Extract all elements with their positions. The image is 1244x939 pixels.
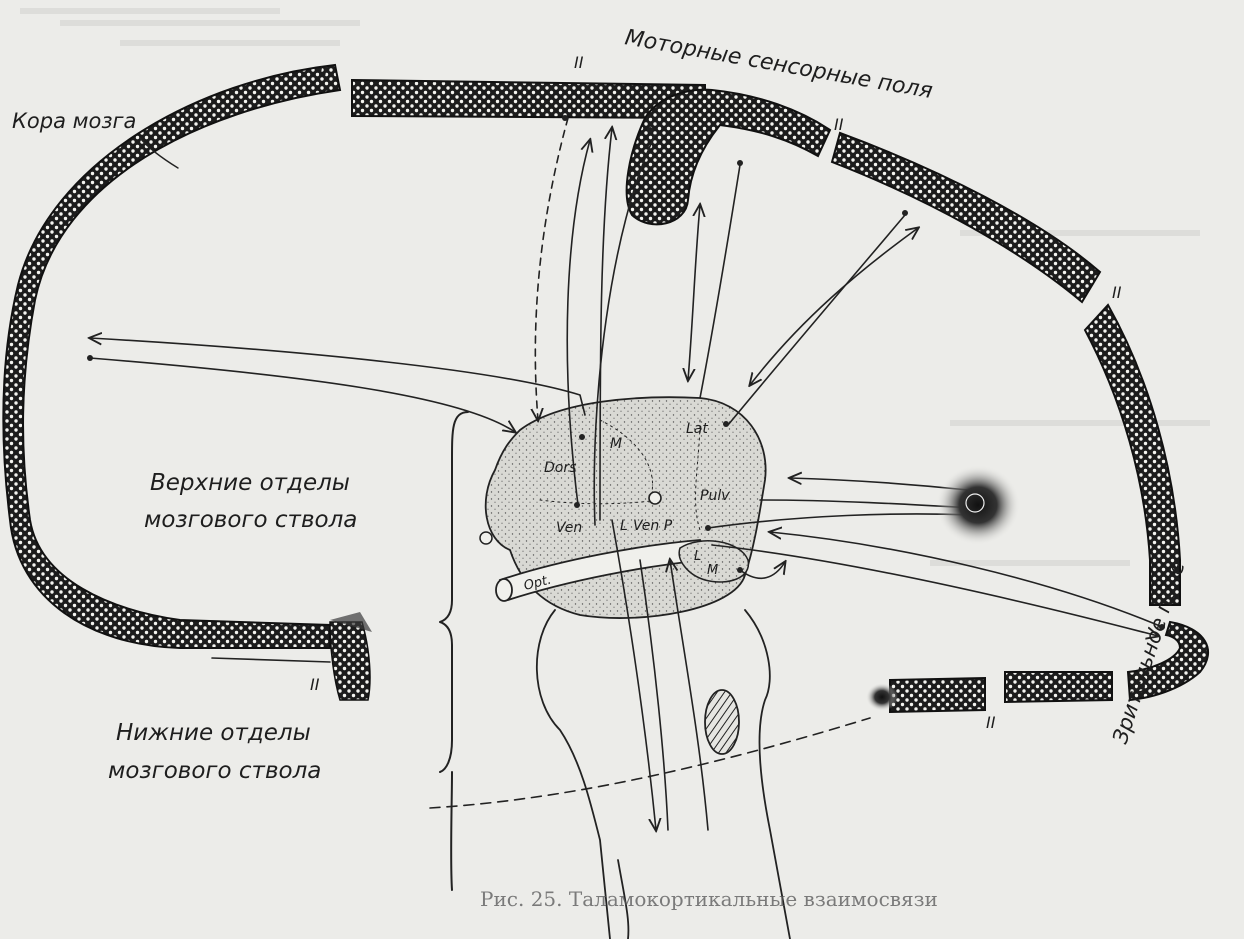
- break-mark: II: [318, 63, 328, 82]
- cortex-segment-bottom-2: [890, 678, 985, 712]
- label-lg-m: M: [707, 563, 718, 578]
- label-lat: Lat: [686, 421, 708, 437]
- label-lower-brainstem-2: мозгового ствола: [108, 758, 321, 784]
- label-m: M: [610, 436, 622, 452]
- figure-caption-fragment: Рис. 25. Таламокортикальные взаимосвязи: [480, 887, 938, 911]
- label-upper-brainstem-2: мозгового ствола: [144, 507, 357, 533]
- break-mark: II: [834, 115, 844, 134]
- label-ven-l: L: [620, 518, 628, 534]
- label-ven: Ven: [556, 520, 582, 536]
- break-mark: II: [986, 713, 996, 732]
- label-ven-p: Ven P: [633, 518, 673, 534]
- label-pulv: Pulv: [700, 488, 730, 504]
- break-mark: II: [574, 53, 584, 72]
- cortex-segment-bottom-1: [1005, 672, 1112, 702]
- break-mark: II: [310, 675, 320, 694]
- brace-lower: [451, 772, 452, 890]
- dark-nucleus-blob: [936, 465, 1020, 545]
- label-cortex: Кора мозга: [12, 109, 136, 133]
- label-dors: Dors: [544, 460, 576, 476]
- hatched-nucleus: [705, 690, 739, 754]
- label-lg-l: L: [694, 549, 701, 564]
- break-mark: II: [1112, 283, 1122, 302]
- label-upper-brainstem-1: Верхние отделы: [150, 470, 350, 496]
- label-lower-brainstem-1: Нижние отделы: [116, 720, 311, 746]
